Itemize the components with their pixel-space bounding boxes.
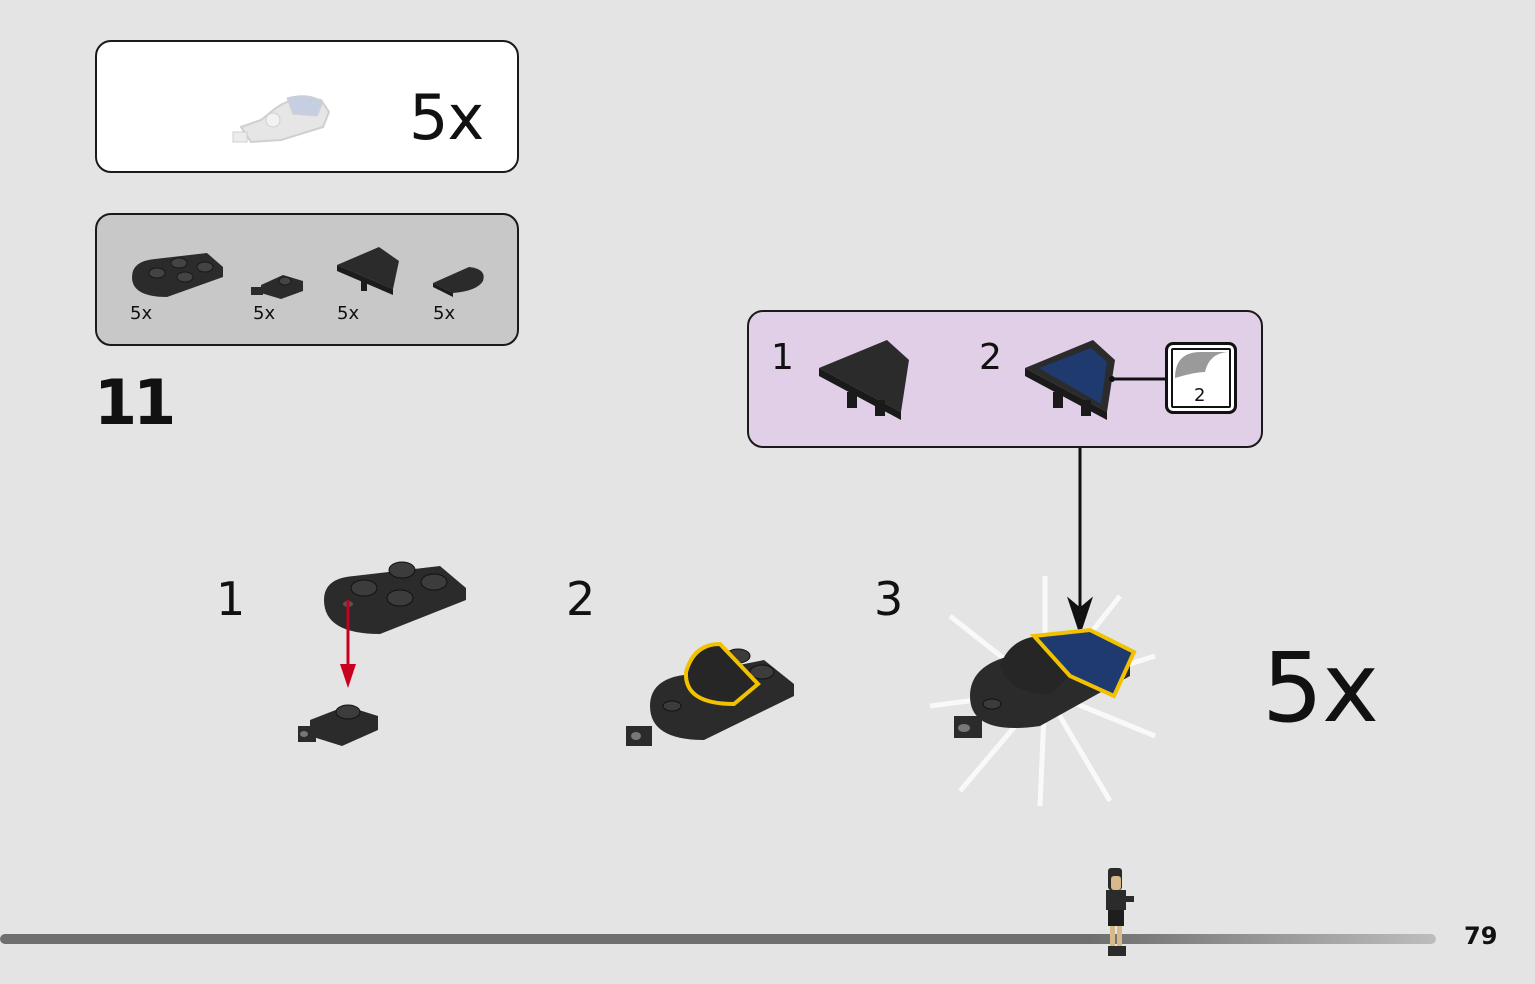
clip-plate-icon <box>298 704 378 746</box>
submodel-count: 5x <box>409 81 484 154</box>
minifigure-icon <box>1106 868 1134 956</box>
sub-assembly-callout: 1 2 2 <box>747 310 1263 448</box>
completed-submodel <box>929 576 1156 807</box>
parts-list-box: 5x 5x 5x 5x <box>95 213 519 346</box>
substep-number: 2 <box>566 572 596 626</box>
callout-arrow <box>1066 448 1094 636</box>
wedge-icon <box>337 247 399 295</box>
wedge-icon <box>819 340 909 420</box>
part-count: 5x <box>337 303 360 324</box>
progress-bar <box>0 934 1436 944</box>
part-count: 5x <box>433 303 456 324</box>
sticker-number: 2 <box>1194 385 1206 406</box>
substep-number: 3 <box>874 572 904 626</box>
substep-number: 1 <box>216 572 246 626</box>
plate-icon <box>132 253 223 297</box>
page-number: 79 <box>1464 922 1498 950</box>
connector-line <box>1109 376 1169 382</box>
part-count: 5x <box>130 303 153 324</box>
clip-plate-icon <box>251 275 303 299</box>
sticker-icon: 2 <box>1165 342 1237 414</box>
callout-substep-number: 2 <box>979 337 1002 378</box>
part-count: 5x <box>253 303 276 324</box>
red-arrow <box>340 600 356 688</box>
plate-icon <box>324 561 466 634</box>
repeat-count: 5x <box>1262 632 1379 744</box>
callout-substep-number: 1 <box>771 337 794 378</box>
half-round-icon <box>626 641 794 746</box>
half-round-icon <box>433 267 484 297</box>
submodel-box: 5x <box>95 40 519 173</box>
wedge-icon <box>1025 340 1115 420</box>
step-number: 11 <box>94 366 176 439</box>
submodel-preview-icon <box>232 95 331 144</box>
